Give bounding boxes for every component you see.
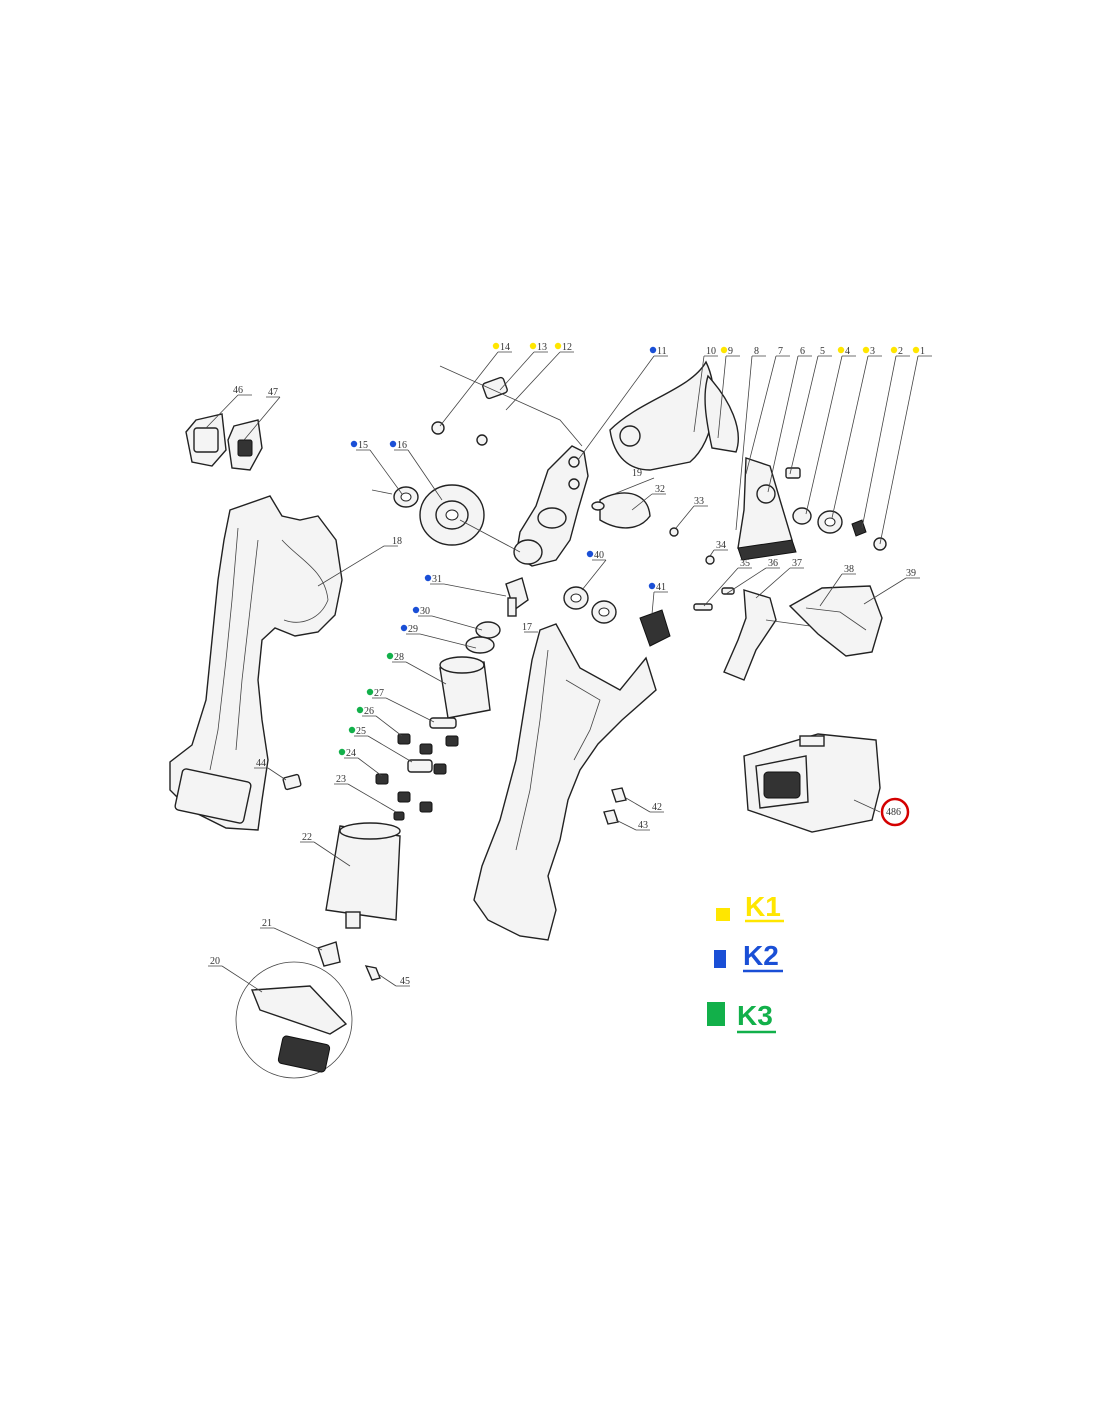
kit-marker-4 xyxy=(837,346,845,354)
kit-marker-16 xyxy=(389,440,397,448)
callout-486: 486 xyxy=(886,807,901,818)
callout-36: 36 xyxy=(768,558,778,569)
callout-11: 11 xyxy=(657,346,667,357)
callout-41: 41 xyxy=(656,582,666,593)
legend-label-k2: K2 xyxy=(743,940,779,971)
callout-32: 32 xyxy=(655,484,665,495)
trigger xyxy=(723,589,777,681)
callout-45: 45 xyxy=(400,976,410,987)
callout-37: 37 xyxy=(792,558,802,569)
kit-marker-30 xyxy=(412,606,420,614)
legend-swatch-k2 xyxy=(714,950,726,968)
callout-30: 30 xyxy=(420,606,430,617)
callout-20: 20 xyxy=(210,956,220,967)
battery-pack xyxy=(743,733,881,833)
callout-2: 2 xyxy=(898,346,903,357)
callout-19: 19 xyxy=(632,468,642,479)
kit-marker-9 xyxy=(720,346,728,354)
callout-47: 47 xyxy=(268,387,278,398)
callout-31: 31 xyxy=(432,574,442,585)
kit-marker-41 xyxy=(648,582,656,590)
handle-housing-left xyxy=(169,495,343,831)
kit-marker-3 xyxy=(862,346,870,354)
kit-legend: K1 K2 K3 xyxy=(707,891,784,1034)
callout-24: 24 xyxy=(346,748,356,759)
legend-label-k3: K3 xyxy=(737,1000,773,1031)
leader-lines xyxy=(205,351,932,993)
callout-23: 23 xyxy=(336,774,346,785)
kit-marker-1 xyxy=(912,346,920,354)
callout-26: 26 xyxy=(364,706,374,717)
kit-marker-25 xyxy=(348,726,356,734)
callout-5: 5 xyxy=(820,346,825,357)
callout-4: 4 xyxy=(845,346,850,357)
parts-artwork xyxy=(169,360,887,1079)
callout-9: 9 xyxy=(728,346,733,357)
callout-8: 8 xyxy=(754,346,759,357)
blade-guard xyxy=(788,585,883,657)
callout-39: 39 xyxy=(906,568,916,579)
callout-17: 17 xyxy=(522,622,532,633)
legend-item-k1: K1 xyxy=(716,891,784,923)
highlight-ring-486 xyxy=(880,797,910,827)
gear-head xyxy=(515,445,589,567)
callout-16: 16 xyxy=(397,440,407,451)
callout-33: 33 xyxy=(694,496,704,507)
motor xyxy=(325,825,401,921)
callout-22: 22 xyxy=(302,832,312,843)
callout-28: 28 xyxy=(394,652,404,663)
kit-marker-28 xyxy=(386,652,394,660)
kit-marker-40 xyxy=(586,550,594,558)
kit-marker-31 xyxy=(424,574,432,582)
callout-27: 27 xyxy=(374,688,384,699)
legend-swatch-k1 xyxy=(716,908,730,921)
callout-43: 43 xyxy=(638,820,648,831)
callout-3: 3 xyxy=(870,346,875,357)
callout-34: 34 xyxy=(716,540,726,551)
callout-21: 21 xyxy=(262,918,272,929)
handle-housing-right xyxy=(473,623,657,941)
legend-item-k2: K2 xyxy=(714,940,783,973)
kit-marker-14 xyxy=(492,342,500,350)
kit-marker-11 xyxy=(649,346,657,354)
callout-42: 42 xyxy=(652,802,662,813)
callout-14: 14 xyxy=(500,342,510,353)
callout-10: 10 xyxy=(706,346,716,357)
callout-15: 15 xyxy=(358,440,368,451)
legend-label-k1: K1 xyxy=(745,891,781,922)
kit-marker-15 xyxy=(350,440,358,448)
callout-6: 6 xyxy=(800,346,805,357)
kit-marker-2 xyxy=(890,346,898,354)
legend-item-k3: K3 xyxy=(707,1000,776,1034)
kit-marker-26 xyxy=(356,706,364,714)
callout-1: 1 xyxy=(920,346,925,357)
kit-marker-13 xyxy=(529,342,537,350)
kit-marker-24 xyxy=(338,748,346,756)
blade xyxy=(609,360,715,471)
kit-marker-27 xyxy=(366,688,374,696)
callout-46: 46 xyxy=(233,385,243,396)
callout-38: 38 xyxy=(844,564,854,575)
callout-35: 35 xyxy=(740,558,750,569)
kit-marker-29 xyxy=(400,624,408,632)
kit-marker-12 xyxy=(554,342,562,350)
legend-swatch-k3 xyxy=(707,1002,725,1026)
callout-13: 13 xyxy=(537,342,547,353)
callout-29: 29 xyxy=(408,624,418,635)
callout-7: 7 xyxy=(778,346,783,357)
callout-40: 40 xyxy=(594,550,604,561)
callout-25: 25 xyxy=(356,726,366,737)
callout-12: 12 xyxy=(562,342,572,353)
callout-44: 44 xyxy=(256,758,266,769)
callout-18: 18 xyxy=(392,536,402,547)
